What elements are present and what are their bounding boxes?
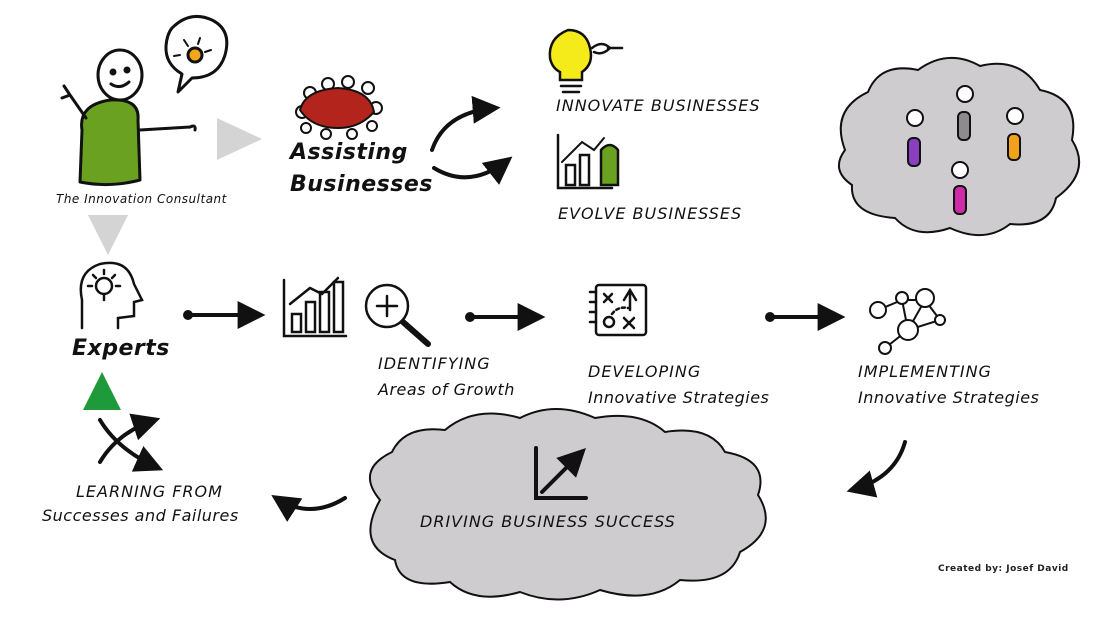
identifying-line2: Areas of Growth <box>378 380 515 399</box>
driving-label: DRIVING BUSINESS SUCCESS <box>420 512 676 531</box>
implementing-line1: IMPLEMENTING <box>858 362 992 381</box>
flow-arrow-3 <box>765 303 846 331</box>
trend-up-icon <box>534 446 588 500</box>
consultant-left-arm <box>60 84 88 120</box>
bar-chart-icon <box>282 276 348 338</box>
curve-arrow-to-learning <box>271 494 347 522</box>
consultant-body <box>78 98 142 187</box>
credit-text: Created by: Josef David <box>938 564 1069 574</box>
strategy-board-icon <box>588 283 648 337</box>
assisting-line2: Businesses <box>290 172 433 197</box>
cycle-arrows-icon <box>430 95 513 185</box>
lightbulb-icon <box>548 28 624 94</box>
consultant-caption: The Innovation Consultant <box>56 192 227 206</box>
triangle-up-green-icon <box>83 372 121 410</box>
team-cloud-icon <box>837 56 1081 237</box>
flow-arrow-1 <box>183 301 266 329</box>
consultant-right-arm <box>138 124 197 132</box>
driving-cloud <box>369 408 767 601</box>
flow-arrow-2 <box>465 303 546 331</box>
learning-line1: LEARNING FROM <box>76 482 223 501</box>
assisting-line1: Assisting <box>290 140 408 165</box>
implementing-line2: Innovative Strategies <box>858 388 1040 407</box>
crossed-arrows-icon <box>98 413 164 472</box>
consultant-figure-icon <box>60 14 229 187</box>
developing-line1: DEVELOPING <box>588 362 702 381</box>
evolve-label: EVOLVE BUSINESSES <box>558 204 743 223</box>
curve-arrow-to-driving <box>846 440 907 498</box>
meeting-table-icon <box>295 75 383 140</box>
triangle-right-icon <box>217 118 262 160</box>
triangle-down-icon <box>88 215 128 255</box>
learning-line2: Successes and Failures <box>42 506 239 525</box>
expert-head-icon <box>79 261 144 330</box>
magnifier-plus-icon <box>364 283 431 347</box>
experts-label: Experts <box>72 336 170 361</box>
developing-line2: Innovative Strategies <box>588 388 770 407</box>
growth-chart-icon <box>556 133 620 190</box>
consultant-head <box>96 48 144 102</box>
identifying-line1: IDENTIFYING <box>378 354 491 373</box>
network-people-icon <box>869 288 946 355</box>
innovate-label: INNOVATE BUSINESSES <box>556 96 761 115</box>
